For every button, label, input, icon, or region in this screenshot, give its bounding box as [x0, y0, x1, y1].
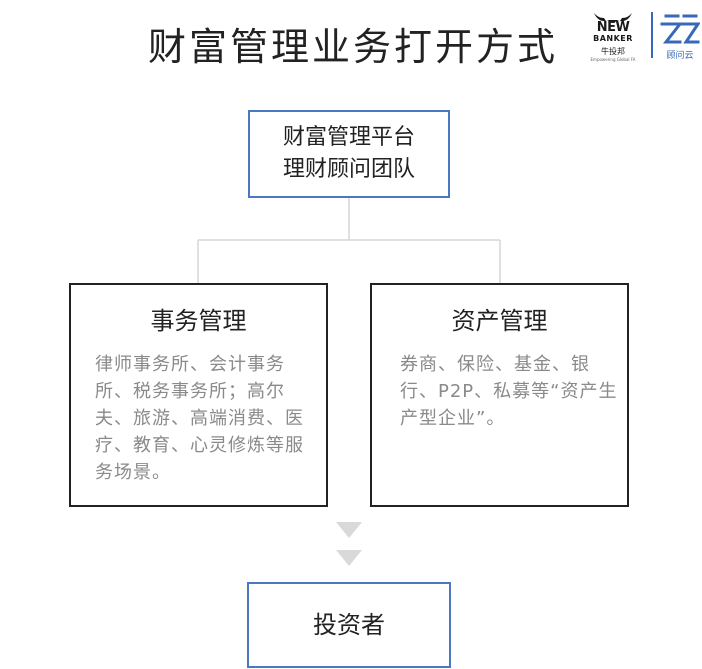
platform-box: 财富管理平台 理财顾问团队 [248, 110, 450, 198]
platform-box-line2: 理财顾问团队 [282, 157, 415, 182]
newbanker-logo-cn: 牛投邦 [601, 47, 625, 56]
affairs-management-box: 事务管理 律师事务所、会计事务所、税务事务所；高尔夫、旅游、高端消费、医疗、教育… [69, 283, 328, 507]
platform-box-line1: 财富管理平台 [282, 125, 415, 150]
guwenyun-logo: 顾问云 [660, 10, 701, 62]
down-arrow-icon [336, 522, 362, 538]
cloud-mark-icon [660, 14, 701, 44]
logo-divider [651, 12, 653, 58]
asset-management-title: 资产管理 [451, 307, 548, 335]
newbanker-logo-word1: NEW [596, 20, 630, 35]
newbanker-logo-tagline: Empowering Global FA [590, 57, 636, 62]
page-title: 财富管理业务打开方式 [148, 25, 559, 69]
newbanker-logo-word2: BANKER [593, 34, 633, 43]
affairs-management-title: 事务管理 [150, 307, 247, 335]
asset-management-desc: 券商、保险、基金、银行、P2P、私募等“资产生产型企业”。 [400, 354, 618, 429]
affairs-management-desc: 律师事务所、会计事务所、税务事务所；高尔夫、旅游、高端消费、医疗、教育、心灵修炼… [95, 354, 304, 483]
newbanker-logo: NEW BANKER 牛投邦 Empowering Global FA [588, 8, 638, 64]
bull-horns-icon [594, 13, 632, 23]
guwenyun-logo-cn: 顾问云 [666, 51, 694, 61]
down-arrow-icon [336, 550, 362, 566]
investor-box: 投资者 [247, 582, 451, 668]
asset-management-box: 资产管理 券商、保险、基金、银行、P2P、私募等“资产生产型企业”。 [370, 283, 629, 507]
